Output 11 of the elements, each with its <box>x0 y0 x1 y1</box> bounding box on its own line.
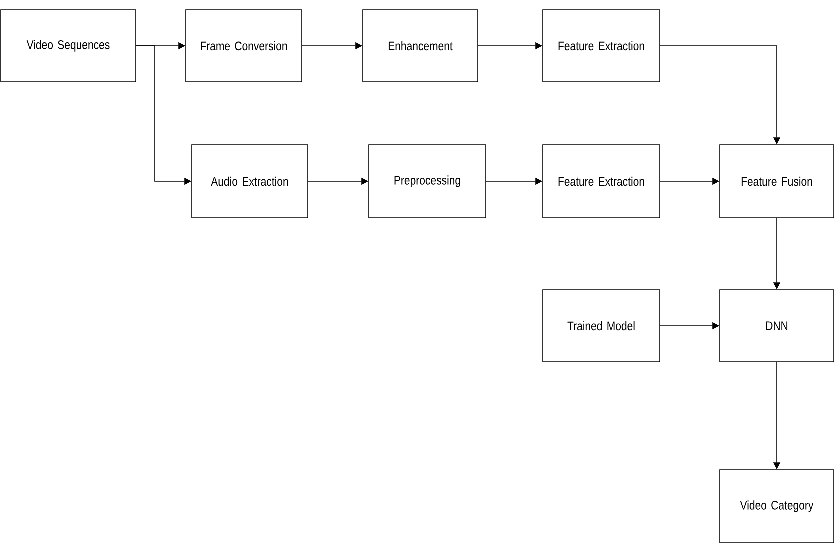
process-box: DNN <box>720 290 834 362</box>
process-box: Video Category <box>720 470 834 544</box>
process-box: Feature Extraction <box>542 10 660 82</box>
process-box: Feature Extraction <box>542 144 660 218</box>
process-box: Enhancement <box>362 10 478 82</box>
process-box: Audio Extraction <box>192 144 308 218</box>
process-box: Trained Model <box>542 290 660 362</box>
process-box: Frame Conversion <box>186 10 302 82</box>
process-box: Feature Fusion <box>720 144 834 218</box>
process-box: Preprocessing <box>368 144 486 218</box>
process-box: Video Sequences <box>0 10 136 82</box>
